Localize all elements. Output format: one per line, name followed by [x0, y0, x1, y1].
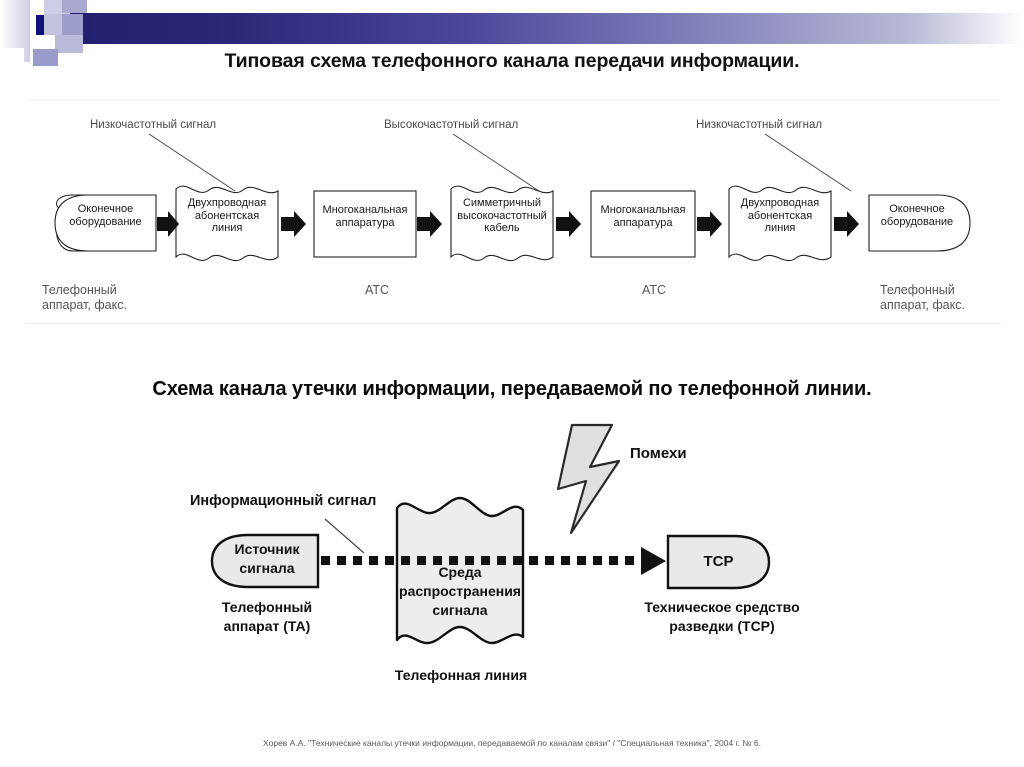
signal-path	[321, 547, 666, 575]
node-label-5: Многоканальная аппаратура	[589, 204, 697, 229]
caption-1-line-2: аппарат, факс.	[42, 298, 127, 312]
node-label-1: Оконечное оборудование	[55, 203, 156, 228]
caption-1-line-1: Телефонный	[42, 283, 117, 297]
page-title-2: Схема канала утечки информации, передава…	[152, 378, 872, 400]
caption-4-line-2: аппарат, факс.	[880, 298, 965, 312]
node-label-2-line-1: Двухпроводная	[187, 197, 267, 209]
deco-square-2	[55, 35, 83, 53]
diagram-1-panel: Низкочастотный сигнал Высокочастотный си…	[26, 100, 1001, 324]
node-shape-5	[590, 190, 696, 258]
node-label-3: Многоканальная аппаратура	[312, 204, 418, 229]
node-label-6: Двухпроводная абонентская линия	[726, 197, 834, 235]
receiver-shape	[666, 534, 771, 590]
lightning-bolt-icon	[556, 423, 621, 535]
caption-2: АТС	[365, 283, 389, 298]
deco-square-5	[62, 0, 87, 13]
caption-tsr-line-1: Техническое средство	[644, 599, 800, 615]
node-outline-1	[54, 194, 157, 252]
medium-label: Среда распространения сигнала	[372, 563, 548, 620]
node-label-7-line-2: оборудование	[880, 215, 954, 228]
diagram-2-panel: Информационный сигнал Помехи Источник си…	[0, 415, 1024, 715]
page-title-1: Типовая схема телефонного канала передач…	[224, 50, 800, 72]
node-label-6-line-2: абонентская	[747, 209, 813, 222]
source-label-line-1: Источник	[234, 541, 300, 557]
medium-label-line-3: сигнала	[432, 602, 488, 618]
node-label-7: Оконечное оборудование	[867, 203, 967, 228]
receiver-label-line-1: ТСР	[703, 553, 734, 570]
noise-label: Помехи	[630, 445, 687, 462]
node-label-2-line-3: линия	[211, 222, 243, 235]
node-label-4: Симметричный высокочастотный кабель	[448, 197, 556, 235]
medium-label-line-2: распространения	[399, 583, 521, 599]
header-decoration	[0, 0, 1024, 66]
node-shape-3	[313, 190, 417, 258]
node-label-4-line-2: высокочастотный	[457, 209, 547, 222]
node-shape-7	[868, 194, 971, 252]
source-label-line-2: сигнала	[239, 560, 295, 576]
caption-ta-line-1: Телефонный	[221, 599, 313, 615]
diagram-1-graphics	[54, 133, 971, 262]
receiver-label: ТСР	[668, 553, 769, 570]
caption-phone-line: Телефонная линия	[370, 667, 552, 683]
node-label-2-line-2: абонентская	[194, 209, 260, 222]
node-label-6-line-1: Двухпроводная	[740, 197, 820, 209]
medium-label-line-1: Среда	[438, 564, 482, 580]
source-shape	[210, 533, 320, 589]
deco-square-3	[33, 49, 58, 66]
caption-1: Телефонный аппарат, факс.	[42, 283, 127, 313]
diagram-2-graphics	[210, 423, 771, 645]
callout-label-1: Низкочастотный сигнал	[90, 119, 217, 131]
deco-square-6	[44, 14, 62, 35]
node-label-6-line-3: линия	[764, 222, 796, 235]
source-citation: Хорев А.А. "Технические каналы утечки ин…	[263, 738, 761, 748]
node-shape-2	[175, 185, 279, 262]
caption-4-line-1: Телефонный	[880, 283, 955, 297]
node-label-4-line-1: Симметричный	[462, 197, 542, 209]
leader-line-2	[452, 133, 540, 192]
node-label-7-line-1: Оконечное	[889, 203, 945, 215]
node-label-2: Двухпроводная абонентская линия	[174, 197, 280, 235]
caption-2-line-1: АТС	[365, 283, 390, 297]
caption-tsr-line-2: разведки (ТСР)	[669, 618, 775, 634]
diagram-1: Низкочастотный сигнал Высокочастотный си…	[26, 101, 1001, 323]
callout-label-2: Высокочастотный сигнал	[384, 119, 519, 131]
leader-line-signal	[324, 518, 365, 554]
caption-4: Телефонный аппарат, факс.	[880, 283, 965, 313]
diagram-1-arrows	[157, 211, 859, 237]
node-shape-4	[450, 185, 554, 262]
node-shape-6	[728, 185, 832, 262]
callout-info-signal: Информационный сигнал	[190, 493, 377, 509]
callout-label-3: Низкочастотный сигнал	[696, 119, 823, 131]
node-label-3-line-1: Многоканальная	[322, 204, 408, 216]
node-label-5-line-1: Многоканальная	[600, 204, 686, 216]
deco-square-7	[62, 14, 83, 35]
deco-gradient-bar	[60, 13, 1024, 44]
node-label-1-line-2: оборудование	[69, 215, 142, 228]
node-label-4-line-3: кабель	[484, 222, 520, 235]
caption-ta-line-2: аппарат (ТА)	[223, 618, 311, 634]
caption-tsr: Техническое средство разведки (ТСР)	[614, 598, 830, 636]
caption-3: АТС	[642, 283, 666, 298]
medium-shape	[395, 496, 525, 645]
leader-line-1	[148, 133, 236, 192]
caption-ta: Телефонный аппарат (ТА)	[200, 598, 334, 636]
source-label: Источник сигнала	[213, 540, 321, 578]
node-label-1-line-1: Оконечное	[77, 203, 134, 215]
node-label-5-line-2: аппаратура	[613, 216, 673, 229]
caption-phone-line-1: Телефонная линия	[394, 667, 528, 683]
node-label-3-line-2: аппаратура	[335, 216, 395, 229]
caption-3-line-1: АТС	[642, 283, 667, 297]
deco-square-8	[0, 48, 24, 62]
